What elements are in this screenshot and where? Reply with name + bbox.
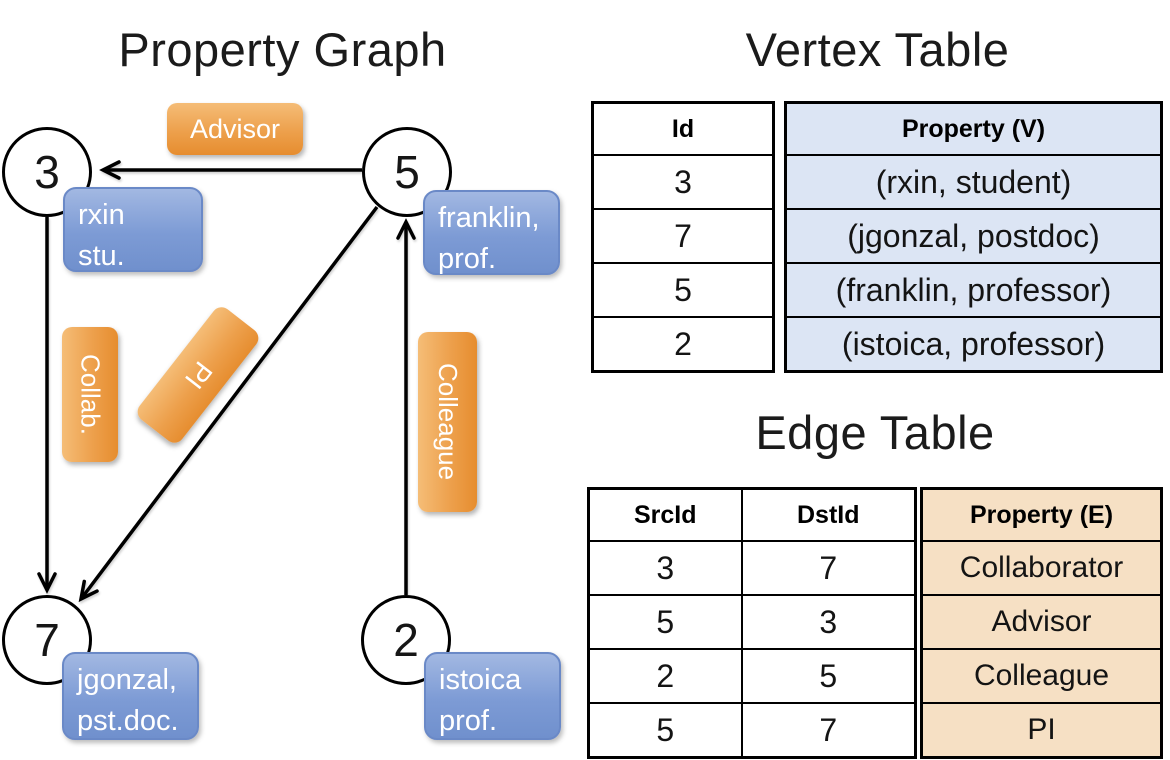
edge-label-advisor: Advisor (167, 103, 303, 155)
edge-dstid-cell: 3 (740, 594, 917, 650)
edge-table-title: Edge Table (755, 406, 995, 459)
vertex-id-cell: 2 (591, 316, 775, 373)
edge-property-cell: Colleague (920, 648, 1163, 704)
edge-srcid-cell: 5 (587, 702, 743, 759)
edge-dstid-cell: 5 (740, 648, 917, 704)
edge-property-cell: Collaborator (920, 540, 1163, 596)
property-graph-title: Property Graph (118, 23, 447, 76)
edge-srcid-header: SrcId (587, 487, 743, 542)
property-box-line: prof. (439, 705, 498, 738)
property-box-line: pst.doc. (77, 705, 179, 738)
edge-table-id-columns: SrcId DstId 3 7 5 3 2 5 5 7 (587, 487, 917, 759)
property-box-line: franklin, (438, 202, 540, 234)
edge-srcid-cell: 2 (587, 648, 743, 704)
vertex-table-property-column: Property (V) (rxin, student) (jgonzal, p… (784, 101, 1163, 373)
property-box-jgonzal: jgonzal, pst.doc. (62, 652, 199, 740)
property-box-line: rxin (78, 199, 125, 231)
edge-srcid-cell: 5 (587, 594, 743, 650)
edge-table-property-column: Property (E) Collaborator Advisor Collea… (920, 487, 1163, 759)
vertex-property-header: Property (V) (784, 101, 1163, 156)
property-box-line: prof. (438, 243, 497, 276)
vertex-id-cell: 3 (591, 154, 775, 210)
graph-node-2: 2 (361, 595, 451, 685)
property-box-franklin: franklin, prof. (423, 190, 560, 275)
vertex-property-cell: (istoica, professor) (784, 316, 1163, 373)
edge-dstid-header: DstId (740, 487, 917, 542)
property-box-line: stu. (78, 240, 125, 273)
property-box-istoica: istoica prof. (424, 652, 561, 740)
vertex-id-header: Id (591, 101, 775, 156)
edge-dstid-cell: 7 (740, 540, 917, 596)
edge-property-cell: Advisor (920, 594, 1163, 650)
vertex-id-cell: 5 (591, 262, 775, 318)
edge-srcid-cell: 3 (587, 540, 743, 596)
property-box-rxin: rxin stu. (63, 187, 203, 272)
vertex-id-cell: 7 (591, 208, 775, 264)
property-box-line: istoica (439, 664, 522, 696)
edge-label-colleague: Colleague (418, 332, 477, 512)
edge-property-cell: PI (920, 702, 1163, 759)
vertex-property-cell: (rxin, student) (784, 154, 1163, 210)
edge-property-header: Property (E) (920, 487, 1163, 542)
vertex-table-title: Vertex Table (745, 23, 1010, 76)
vertex-property-cell: (jgonzal, postdoc) (784, 208, 1163, 264)
vertex-property-cell: (franklin, professor) (784, 262, 1163, 318)
edge-pi-5-to-7 (78, 205, 379, 603)
vertex-table-id-column: Id 3 7 5 2 (591, 101, 775, 373)
graph-node-5: 5 (362, 127, 452, 217)
edge-label-collab: Collab. (62, 327, 118, 462)
graph-edges (37, 160, 416, 603)
property-box-line: jgonzal, (77, 664, 177, 696)
edge-dstid-cell: 7 (740, 702, 917, 759)
